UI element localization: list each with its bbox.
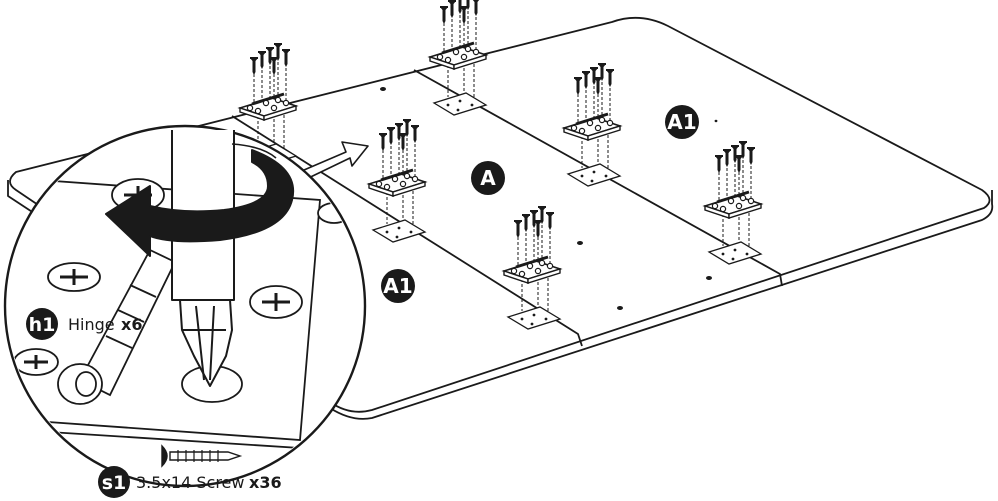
screw-qty: x36 [249, 473, 282, 492]
detail-magnifier [3, 124, 367, 488]
panel-label-right: A1 [665, 105, 699, 139]
screw-icon [161, 444, 243, 468]
legend-hinge: h1 Hinge x6 [26, 308, 142, 340]
svg-text:A1: A1 [667, 110, 696, 134]
panel-label-left: A1 [381, 269, 415, 303]
hinge-name: Hinge [68, 315, 115, 334]
svg-text:A: A [480, 166, 496, 190]
panel-label-center: A [471, 161, 505, 195]
legend-screw: s1 3.5x14 Screw x36 [98, 466, 282, 498]
svg-text:h1: h1 [29, 314, 56, 336]
screw-name: 3.5x14 Screw [136, 473, 244, 492]
hinge-qty: x6 [121, 315, 142, 334]
panel-holes [380, 87, 718, 310]
rotation-arrow-icon [105, 143, 295, 257]
svg-text:A1: A1 [383, 274, 412, 298]
svg-text:s1: s1 [102, 472, 127, 494]
